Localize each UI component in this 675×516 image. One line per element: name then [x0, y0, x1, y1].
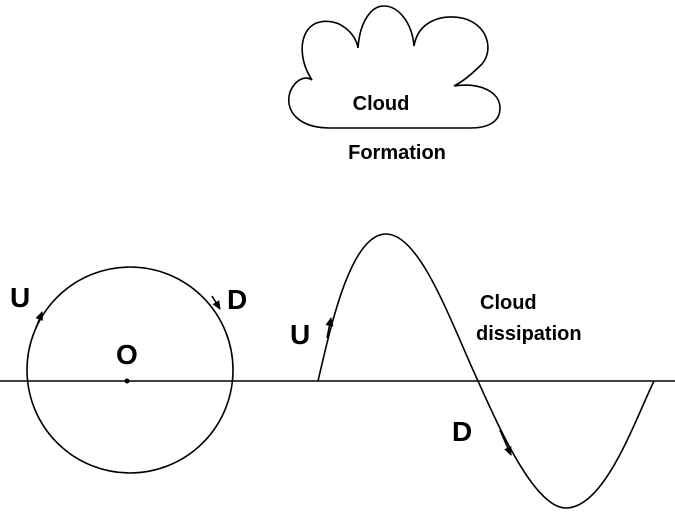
- wave-down-arrow: [499, 429, 512, 456]
- circle-up-label: U: [10, 282, 30, 313]
- circle-center-point: [124, 378, 130, 384]
- dissipation-label-line2: dissipation: [476, 323, 582, 345]
- circle-down-label: D: [227, 284, 247, 315]
- circle-down-arrow: [211, 295, 221, 310]
- wave-up-arrow: [325, 317, 334, 339]
- orbit-circle: [26, 266, 234, 474]
- dissipation-label-line1: Cloud: [480, 292, 537, 314]
- wave-down-label: D: [452, 416, 472, 447]
- wave-up-label: U: [290, 319, 310, 350]
- circle-center-label: O: [116, 339, 138, 370]
- circle-up-arrow: [35, 311, 43, 329]
- sine-wave: [317, 233, 655, 509]
- cloud-label: Cloud: [353, 93, 410, 115]
- cloud-outline: [288, 5, 501, 129]
- cloud-formation-label: Formation: [348, 142, 446, 164]
